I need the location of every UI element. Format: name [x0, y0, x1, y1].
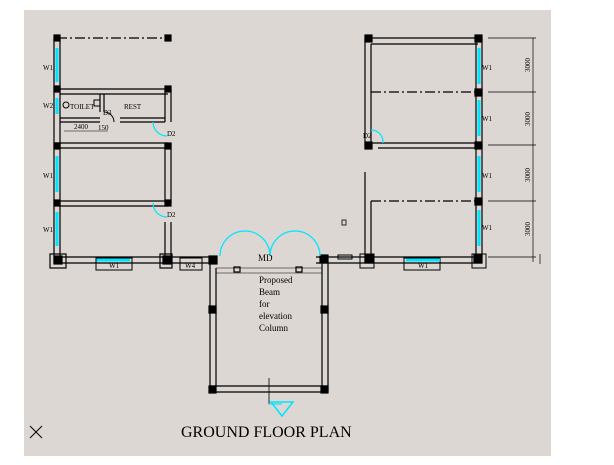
plinth-step — [49, 253, 67, 269]
dimension-label: 2400 — [74, 123, 89, 131]
column — [208, 305, 217, 314]
window-label: W1 — [482, 64, 493, 72]
door-swing-md-left — [219, 230, 271, 257]
dimension-label: 3000 — [524, 112, 532, 127]
column — [208, 385, 217, 394]
column — [474, 141, 483, 150]
right-windows — [406, 48, 481, 262]
w4-box — [95, 257, 203, 271]
door-label: D3 — [103, 109, 112, 117]
column — [164, 199, 172, 207]
window-label: W1 — [43, 226, 54, 234]
column — [53, 255, 63, 265]
column — [364, 254, 374, 264]
note-text: Column — [259, 323, 289, 333]
washbasin-icon — [93, 99, 101, 107]
window-label: W1 — [43, 172, 54, 180]
left-doors — [152, 121, 168, 218]
right-dimensions — [488, 37, 541, 264]
door-swing-d2 — [370, 129, 384, 144]
toilet-fixtures — [62, 99, 115, 132]
column — [162, 255, 172, 265]
fixture — [295, 266, 303, 273]
close-icon[interactable] — [29, 425, 43, 439]
column — [208, 255, 218, 265]
grid-bubble-marker — [269, 401, 295, 418]
drawing-paper — [24, 10, 551, 456]
door-label: D2 — [167, 130, 176, 138]
dimension-label: 150 — [98, 124, 109, 132]
central-hall — [208, 219, 347, 404]
column — [164, 142, 172, 150]
fixture — [233, 266, 241, 273]
plinth-step — [471, 253, 487, 269]
note-text: Proposed — [259, 275, 293, 285]
note-text: elevation — [259, 311, 292, 321]
column — [474, 34, 483, 43]
door-swing-d2 — [152, 121, 168, 137]
door-swing-d3 — [103, 111, 115, 123]
column — [164, 34, 172, 42]
sill — [337, 254, 353, 260]
door-label: D2 — [363, 132, 372, 140]
marker — [341, 219, 347, 226]
dimension-label: 3000 — [524, 168, 532, 183]
column — [319, 254, 329, 264]
cross-line — [29, 425, 43, 439]
window-label: W1 — [43, 64, 54, 72]
wc-icon — [62, 101, 70, 109]
dimension-label: 3000 — [524, 58, 532, 73]
column — [364, 141, 373, 150]
dimension-label: 3000 — [524, 222, 532, 237]
plinth-step — [159, 253, 173, 269]
left-windows — [55, 48, 130, 262]
column — [320, 305, 329, 314]
window-label: W1 — [482, 115, 493, 123]
w4-frame — [179, 257, 203, 271]
main-door-label: MD — [258, 253, 273, 263]
column — [53, 34, 61, 42]
column — [320, 385, 329, 394]
window-label: W1 — [482, 172, 493, 180]
column — [53, 142, 61, 150]
plinth-step — [359, 253, 375, 269]
door-swing-d2 — [152, 202, 168, 218]
column — [164, 85, 172, 93]
door-label: D2 — [167, 211, 176, 219]
window-label: W4 — [185, 262, 196, 270]
door-swing-md-right — [269, 230, 321, 257]
column — [53, 199, 61, 207]
window-label: W2 — [43, 102, 54, 110]
drawing-title: GROUND FLOOR PLAN — [181, 424, 352, 441]
column — [474, 88, 483, 97]
column — [473, 254, 483, 264]
column — [364, 34, 373, 43]
left-wing — [49, 34, 218, 269]
w1-frame — [95, 257, 133, 271]
column — [474, 197, 483, 206]
column — [53, 85, 61, 93]
room-label-toilet: TOILET — [70, 103, 95, 111]
main-door — [219, 230, 321, 418]
window-label: W1 — [482, 224, 493, 232]
window-label: W1 — [109, 262, 120, 270]
w1-frame — [403, 257, 441, 271]
note-text: for — [259, 299, 270, 309]
right-wing — [316, 34, 487, 271]
note-text: Beam — [259, 287, 280, 297]
room-label-rest: REST — [124, 103, 142, 111]
window-label: W1 — [418, 262, 429, 270]
